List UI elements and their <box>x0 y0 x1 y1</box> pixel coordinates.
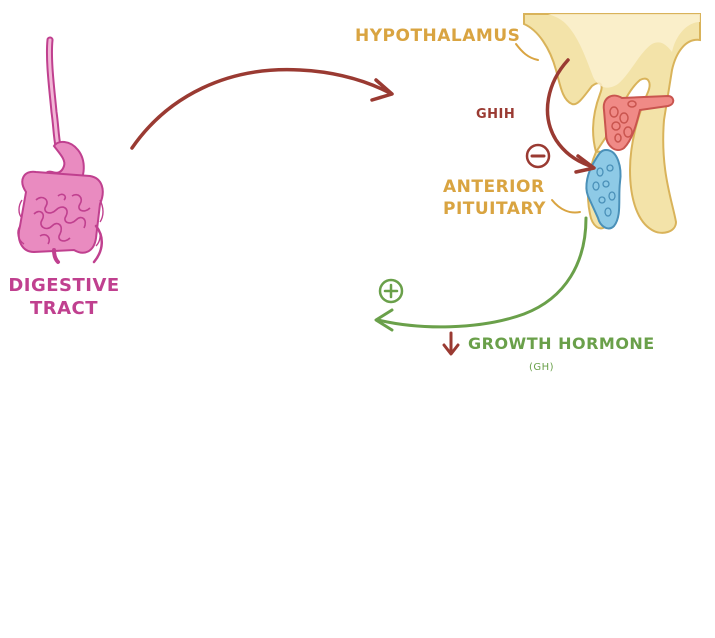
digestive-to-hypothalamus-arrowhead <box>370 78 394 102</box>
growth-hormone-label: GROWTH HORMONE <box>468 334 655 353</box>
hypothalamus-leader-line <box>515 43 539 61</box>
ghih-arrowhead <box>574 154 596 174</box>
ghih-arrow <box>545 58 592 168</box>
hypothalamus-label: HYPOTHALAMUS <box>355 26 521 46</box>
digestive-tract-label-line-2: TRACT <box>29 298 99 319</box>
digestive-tract-illustration <box>17 36 104 264</box>
pituitary-leader-line <box>551 199 581 214</box>
anterior-pituitary-label-line-2: PITUITARY <box>443 199 546 219</box>
portal-capillaries <box>602 94 675 152</box>
gh-arrowhead <box>374 308 394 332</box>
digestive-tract-label-line-1: DIGESTIVE <box>8 275 120 296</box>
gh-arrow <box>376 216 588 329</box>
gh-abbrev-label: (GH) <box>529 362 555 373</box>
ghih-label: GHIH <box>476 107 516 122</box>
anterior-pituitary-label-line-1: ANTERIOR <box>443 177 545 197</box>
down-arrow-icon <box>442 331 460 356</box>
minus-circle-icon <box>525 143 551 169</box>
digestive-tract-label: DIGESTIVE TRACT <box>8 274 120 320</box>
digestive-leader-line <box>92 224 103 264</box>
digestive-to-hypothalamus-arrow <box>130 67 390 150</box>
anterior-pituitary-label: ANTERIOR PITUITARY <box>443 176 546 220</box>
plus-circle-icon <box>378 278 404 304</box>
anterior-pituitary-gland <box>585 148 622 230</box>
